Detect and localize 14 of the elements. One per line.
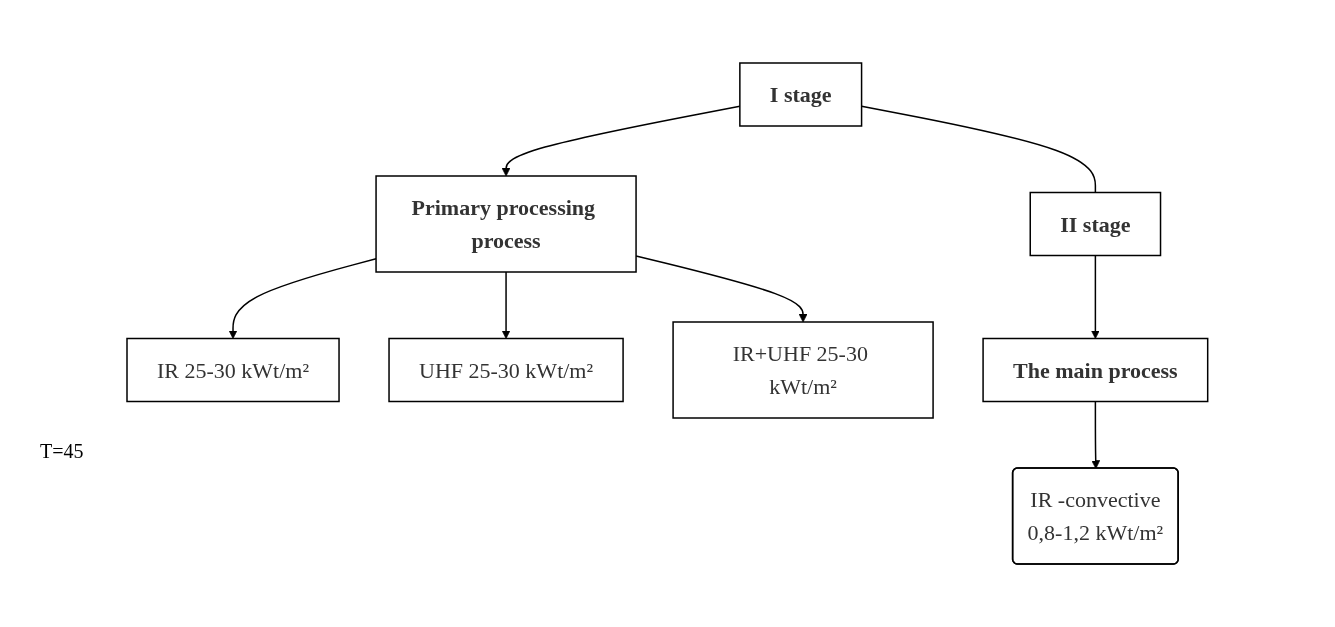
arrow	[1091, 254, 1100, 339]
note-text: T=45	[40, 440, 84, 463]
arrow	[501, 105, 741, 177]
arrow	[501, 271, 511, 339]
node-box: The main process	[982, 337, 1209, 403]
node-box: I stage	[739, 62, 863, 127]
arrow	[228, 258, 377, 339]
node-box: Primary processing process	[375, 175, 637, 273]
arrow	[1091, 400, 1101, 469]
connector	[861, 105, 1097, 194]
node-box: II stage	[1029, 191, 1162, 257]
node-box: IR 25-30 kWt/m²	[126, 337, 340, 403]
node-box: UHF 25-30 kWt/m²	[388, 337, 624, 403]
node-box: IR+UHF 25-30 kWt/m²	[672, 321, 934, 419]
